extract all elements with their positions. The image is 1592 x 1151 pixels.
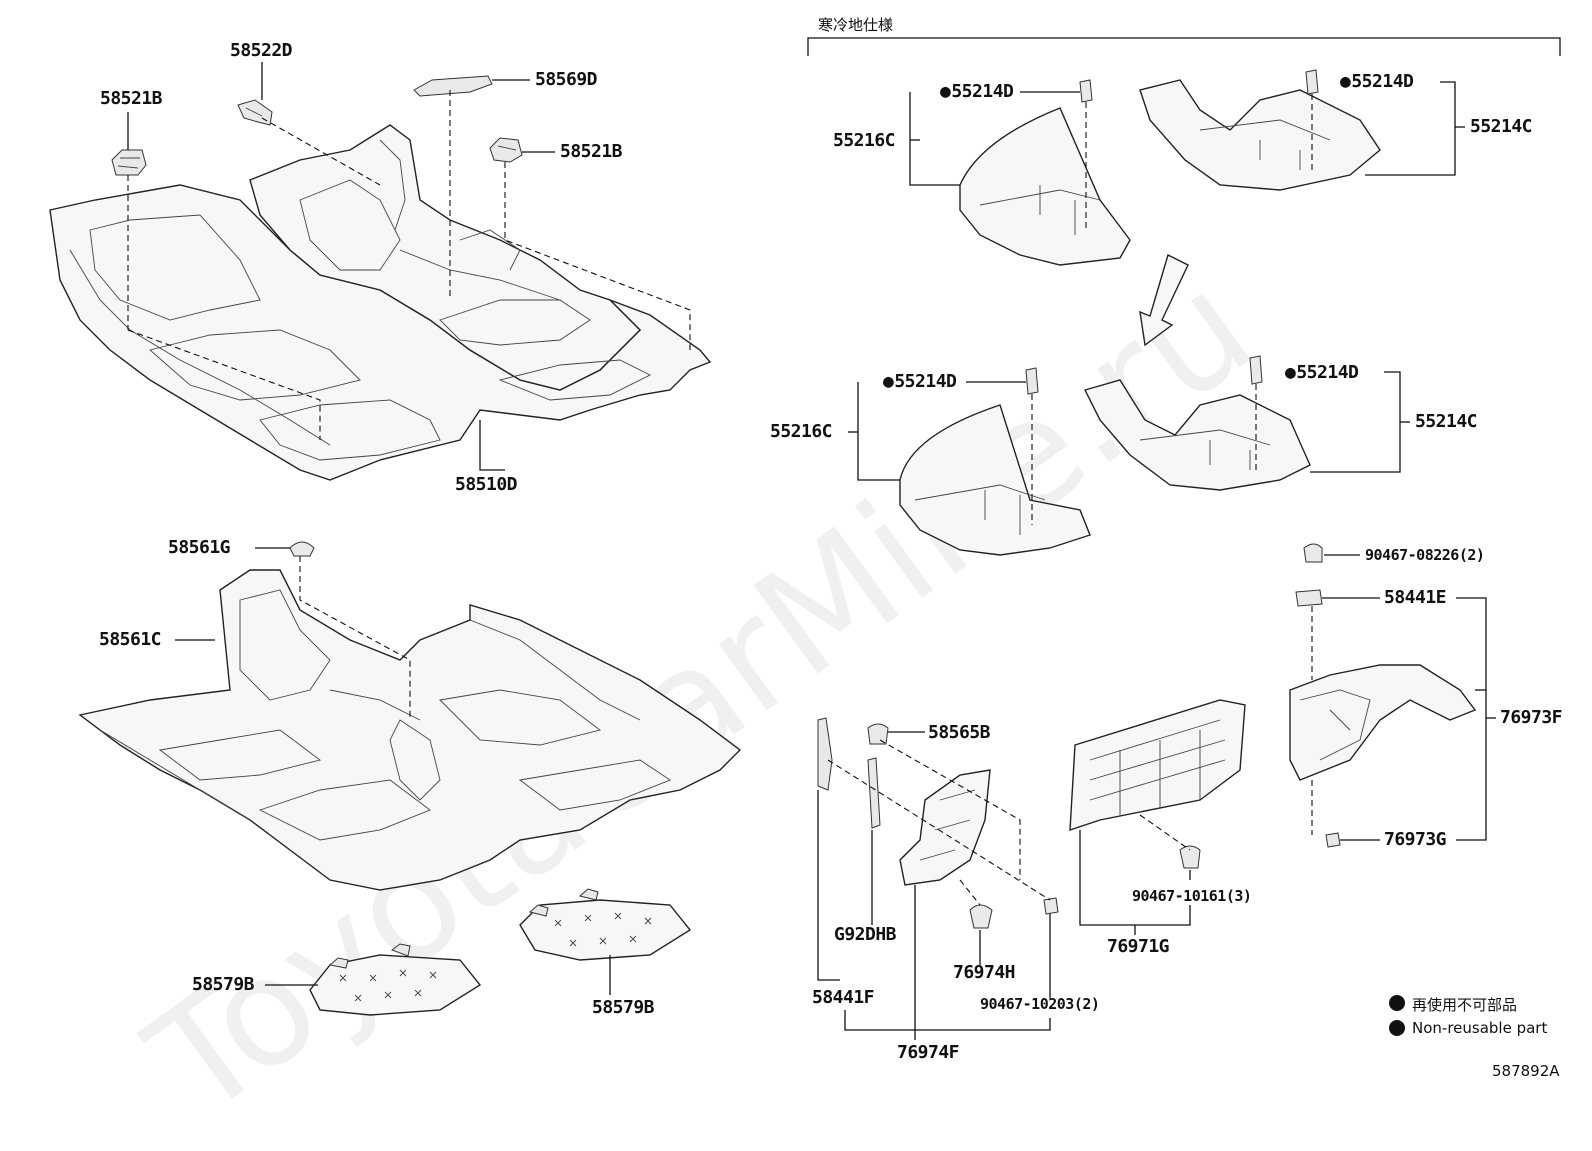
screw-90467-08226	[1303, 543, 1323, 563]
pad-58579B-right	[519, 888, 692, 961]
label-58561C[interactable]: 58561C	[99, 629, 162, 650]
screw-58565B	[867, 723, 889, 745]
part-76974F-bracket	[899, 769, 991, 886]
legend-dot-en	[1389, 1020, 1405, 1036]
pad-58579B-left	[309, 943, 482, 1016]
label-58579B-left[interactable]: 58579B	[192, 974, 255, 995]
part-55214C-upper	[1139, 79, 1381, 191]
screw-90467-10161	[1179, 845, 1201, 869]
label-G92DHB[interactable]: G92DHB	[834, 924, 897, 945]
label-55214D-lower-b[interactable]: 55214D	[1285, 363, 1359, 383]
label-58510D[interactable]: 58510D	[455, 474, 518, 495]
clip-76973G	[1325, 832, 1341, 848]
label-90467-10161[interactable]: 90467-10161(3)	[1132, 887, 1252, 905]
label-76974H[interactable]: 76974H	[953, 962, 1016, 983]
clip-90467-10203	[1043, 897, 1059, 915]
label-76973G[interactable]: 76973G	[1384, 829, 1447, 850]
clip-55214D-upper-a	[1079, 79, 1093, 103]
label-90467-10203[interactable]: 90467-10203(2)	[980, 995, 1100, 1013]
transition-arrow	[1139, 253, 1189, 347]
clip-55214D-lower-b	[1249, 355, 1263, 385]
clip-55214D-lower-a	[1025, 367, 1039, 395]
clip-55214D-upper-b	[1305, 69, 1319, 95]
parts-diagram: ToyotaCarMine.ru	[0, 0, 1592, 1099]
label-58521B-left[interactable]: 58521B	[100, 88, 163, 109]
label-58561G[interactable]: 58561G	[168, 537, 231, 558]
label-55216C-lower[interactable]: 55216C	[770, 421, 833, 442]
label-76974F[interactable]: 76974F	[897, 1042, 960, 1063]
label-58522D[interactable]: 58522D	[230, 40, 293, 61]
legend-non-reusable-en: Non-reusable part	[1412, 1019, 1548, 1037]
label-58441F[interactable]: 58441F	[812, 987, 875, 1008]
label-55214D-lower-a[interactable]: 55214D	[883, 372, 957, 392]
label-55214D-upper-b[interactable]: 55214D	[1340, 72, 1414, 92]
label-58521B-right[interactable]: 58521B	[560, 141, 623, 162]
part-58561G-clip	[289, 541, 315, 557]
label-58565B[interactable]: 58565B	[928, 722, 991, 743]
label-76971G[interactable]: 76971G	[1107, 936, 1170, 957]
part-58441F-bracket	[817, 717, 833, 791]
part-58521B-clip-left	[111, 149, 147, 176]
part-G92DHB-seal	[867, 757, 881, 829]
part-76971G-panel	[1069, 699, 1246, 831]
cold-spec-bracket	[807, 37, 1561, 56]
part-58521B-clip-right	[489, 137, 523, 163]
floor-carpet-58510D	[49, 124, 712, 481]
floor-carpet-58561C	[78, 569, 742, 891]
part-55214C-lower	[1083, 379, 1311, 491]
part-55216C-lower	[899, 404, 1091, 556]
part-58569D-plate	[413, 75, 493, 97]
part-58441E-clip	[1295, 589, 1323, 607]
diagram-drawing	[49, 37, 1561, 1040]
label-55214C-lower[interactable]: 55214C	[1415, 411, 1478, 432]
label-90467-08226[interactable]: 90467-08226(2)	[1365, 546, 1485, 564]
label-58579B-right[interactable]: 58579B	[592, 997, 655, 1018]
part-55216C-upper	[959, 107, 1131, 266]
label-76973F[interactable]: 76973F	[1500, 707, 1563, 728]
label-55216C-upper[interactable]: 55216C	[833, 130, 896, 151]
cold-region-spec-heading: 寒冷地仕様	[818, 16, 894, 34]
label-58441E[interactable]: 58441E	[1384, 587, 1447, 608]
label-58569D[interactable]: 58569D	[535, 69, 598, 90]
part-76973F-trim	[1289, 664, 1477, 781]
legend-non-reusable-jp: 再使用不可部品	[1412, 996, 1518, 1014]
label-55214C-upper[interactable]: 55214C	[1470, 116, 1533, 137]
label-55214D-upper-a[interactable]: 55214D	[940, 82, 1014, 102]
clip-76974H	[969, 904, 993, 929]
legend-dot-jp	[1389, 995, 1405, 1011]
diagram-code: 587892A	[1492, 1062, 1560, 1080]
